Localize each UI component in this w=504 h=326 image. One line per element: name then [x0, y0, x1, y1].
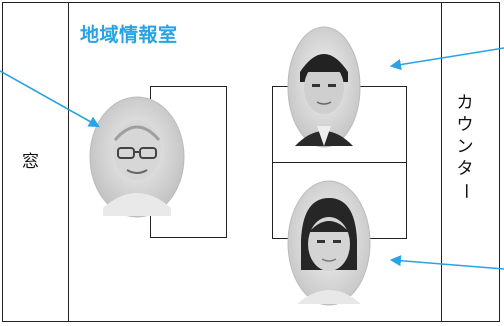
counter-divider-line — [441, 2, 442, 322]
counter-char: ウ — [456, 115, 474, 135]
arrow-to-older-man — [0, 70, 100, 128]
counter-char: カ — [456, 93, 474, 113]
window-label: 窓 — [22, 152, 39, 172]
counter-char: タ — [456, 159, 474, 179]
window-divider-line — [68, 2, 69, 322]
young-woman-portrait — [287, 180, 371, 306]
room-title: 地域情報室 — [80, 24, 178, 46]
older-man-portrait — [89, 96, 185, 218]
counter-char: ン — [456, 137, 474, 157]
room-outline — [2, 2, 500, 322]
arrow-to-young-man — [389, 47, 504, 71]
young-man-portrait — [287, 26, 361, 148]
counter-label: カ ウ ン タ ー — [454, 92, 476, 202]
arrow-to-young-woman — [389, 255, 504, 270]
